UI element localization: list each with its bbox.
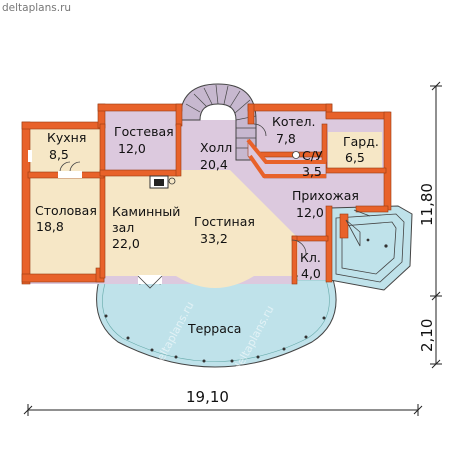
dimension-width: 19,10: [23, 388, 423, 416]
room-dining-name: Столовая: [35, 203, 97, 218]
room-entrance-name: Прихожая: [292, 188, 359, 203]
room-fireplace-area: 22,0: [112, 236, 140, 251]
room-kitchen-name: Кухня: [47, 130, 86, 145]
watermark-text: deltaplans.ru: [2, 2, 71, 14]
dimension-depth: 11,80 2,10: [418, 81, 442, 369]
dimension-width-label: 19,10: [186, 388, 229, 406]
room-guest-area: 12,0: [118, 141, 146, 156]
room-pantry-area: 4,0: [301, 266, 321, 281]
fireplace-icon: [149, 175, 176, 189]
room-boiler-name: Котел.: [272, 114, 315, 129]
room-living-area: 33,2: [200, 231, 228, 246]
room-entrance-area: 12,0: [296, 205, 324, 220]
bathroom-walls: [246, 138, 327, 179]
room-bathroom-area: 3,5: [302, 164, 322, 179]
room-dining-area: 18,8: [36, 219, 64, 234]
room-living-name: Гостиная: [194, 214, 255, 229]
door-openings: [28, 150, 162, 284]
room-pantry-name: Кл.: [300, 250, 321, 265]
room-wardrobe-area: 6,5: [345, 150, 365, 165]
room-hall-area: 20,4: [200, 157, 228, 172]
toilet-icon: [292, 151, 300, 159]
room-bathroom-name: С/У: [302, 148, 323, 163]
room-terrace-name: Терраса: [187, 321, 241, 336]
dimension-depth-label: 11,80: [418, 183, 436, 226]
room-guest-name: Гостевая: [114, 124, 174, 139]
entrance-door: [137, 275, 163, 289]
room-hall-name: Холл: [200, 140, 232, 155]
dimension-terrace-label: 2,10: [418, 319, 436, 352]
floor-peach-zones: [30, 128, 382, 288]
room-boiler-area: 7,8: [276, 131, 296, 146]
room-fireplace-name: Каминный: [112, 204, 180, 219]
room-fireplace-name2: зал: [112, 220, 134, 235]
room-labels: Кухня 8,5 Гостевая 12,0 Холл 20,4 Котел.…: [35, 114, 379, 336]
room-wardrobe-name: Гард.: [343, 134, 379, 149]
room-kitchen-area: 8,5: [49, 147, 69, 162]
